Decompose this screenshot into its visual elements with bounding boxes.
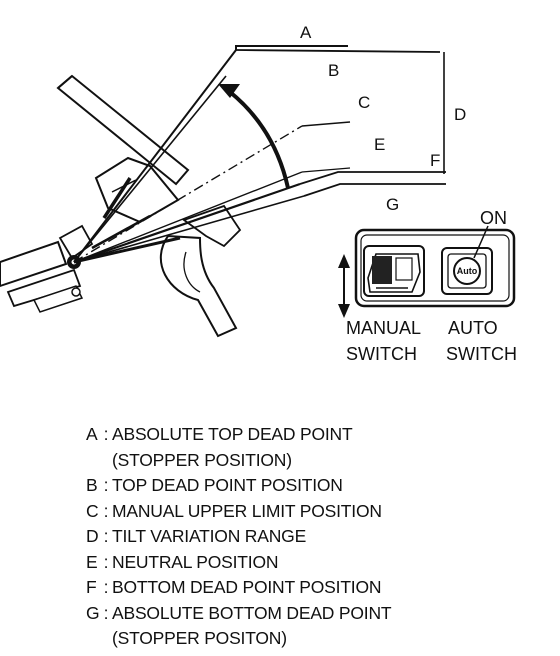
manual-switch-rocker[interactable] bbox=[363, 245, 425, 297]
legend-separator: : bbox=[103, 475, 109, 495]
auto-switch-label-line1: AUTO bbox=[448, 318, 498, 338]
legend-item: G : ABSOLUTE BOTTOM DEAD POINT (STOPPER … bbox=[86, 601, 546, 652]
legend-text-line: MANUAL UPPER LIMIT POSITION bbox=[112, 500, 382, 521]
manual-switch-label-line2: SWITCH bbox=[346, 344, 417, 364]
legend-text: NEUTRAL POSITION bbox=[112, 550, 546, 576]
legend-text-line: ABSOLUTE BOTTOM DEAD POINT bbox=[112, 602, 392, 623]
label-c: C bbox=[358, 93, 370, 112]
lower-shaft bbox=[0, 240, 84, 313]
position-legend: A : ABSOLUTE TOP DEAD POINT (STOPPER POS… bbox=[86, 422, 546, 652]
on-label: ON bbox=[480, 208, 507, 228]
tilt-arc bbox=[218, 84, 290, 189]
legend-text: BOTTOM DEAD POINT POSITION bbox=[112, 575, 546, 601]
auto-switch-label-line2: SWITCH bbox=[446, 344, 517, 364]
legend-item: D : TILT VARIATION RANGE bbox=[86, 524, 546, 550]
legend-item: E : NEUTRAL POSITION bbox=[86, 550, 546, 576]
auto-switch-knob[interactable]: Auto bbox=[441, 247, 493, 295]
legend-item: A : ABSOLUTE TOP DEAD POINT (STOPPER POS… bbox=[86, 422, 546, 473]
legend-separator: : bbox=[103, 424, 109, 444]
label-a: A bbox=[300, 23, 312, 42]
legend-key: C bbox=[86, 500, 99, 521]
upper-handlebar bbox=[56, 74, 190, 186]
legend-text: TOP DEAD POINT POSITION bbox=[112, 473, 546, 499]
legend-text-line: (STOPPER POSITION) bbox=[112, 449, 292, 470]
legend-key: F bbox=[86, 577, 97, 597]
legend-text: TILT VARIATION RANGE bbox=[112, 524, 546, 550]
legend-key: D bbox=[86, 526, 99, 546]
legend-item: C : MANUAL UPPER LIMIT POSITION bbox=[86, 499, 546, 525]
legend-item: F : BOTTOM DEAD POINT POSITION bbox=[86, 575, 546, 601]
switch-panel: Auto bbox=[354, 225, 516, 308]
tilt-rays bbox=[73, 49, 305, 264]
legend-separator: : bbox=[103, 577, 109, 597]
legend-key: E bbox=[86, 551, 98, 572]
label-g: G bbox=[386, 195, 399, 214]
legend-text: MANUAL UPPER LIMIT POSITION bbox=[112, 499, 546, 525]
auto-knob-label: Auto bbox=[457, 266, 478, 276]
legend-separator: : bbox=[103, 526, 109, 546]
legend-text: ABSOLUTE TOP DEAD POINT (STOPPER POSITIO… bbox=[112, 422, 546, 473]
legend-text-line: BOTTOM DEAD POINT POSITION bbox=[112, 577, 382, 597]
mount-stand bbox=[159, 234, 238, 338]
on-pointer-line bbox=[473, 225, 489, 259]
legend-key: G bbox=[86, 602, 100, 623]
legend-text-line: NEUTRAL POSITION bbox=[112, 551, 279, 572]
legend-item: B : TOP DEAD POINT POSITION bbox=[86, 473, 546, 499]
legend-separator: : bbox=[103, 602, 109, 623]
reference-lines bbox=[235, 45, 446, 197]
legend-key: B bbox=[86, 475, 98, 495]
label-d: D bbox=[454, 105, 466, 124]
legend-text-line: ABSOLUTE TOP DEAD POINT bbox=[112, 424, 353, 444]
legend-text-line: TOP DEAD POINT POSITION bbox=[112, 475, 343, 495]
label-e: E bbox=[374, 135, 385, 154]
legend-text-line: TILT VARIATION RANGE bbox=[112, 526, 307, 546]
up-down-arrow-icon bbox=[338, 254, 350, 318]
label-f: F bbox=[430, 151, 440, 170]
legend-separator: : bbox=[103, 500, 109, 521]
label-b: B bbox=[328, 61, 339, 80]
manual-switch-label-line1: MANUAL bbox=[346, 318, 421, 338]
legend-separator: : bbox=[103, 551, 109, 572]
legend-key: A bbox=[86, 424, 98, 444]
legend-text-line: (STOPPER POSITON) bbox=[112, 628, 287, 648]
legend-text: ABSOLUTE BOTTOM DEAD POINT (STOPPER POSI… bbox=[112, 601, 546, 652]
